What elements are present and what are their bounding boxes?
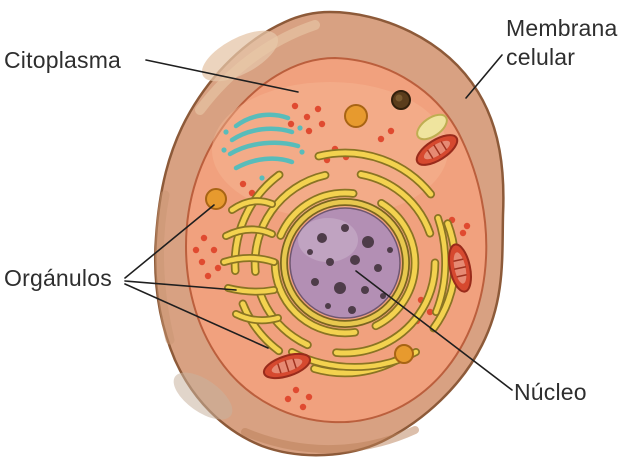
label-nucleo: Núcleo	[514, 379, 587, 405]
mitochondrion-shape-top	[415, 134, 459, 166]
endoplasmic-reticulum-shape	[220, 148, 460, 378]
label-membrana-line1: Membrana	[506, 15, 618, 41]
label-citoplasma: Citoplasma	[4, 47, 122, 73]
golgi-apparatus-shape	[221, 112, 305, 181]
yellow-vacuole-shape	[416, 113, 448, 141]
label-organulos: Orgánulos	[4, 265, 112, 291]
label-membrana-celular: Membrana celular	[506, 14, 618, 72]
citoplasma-pointer-line	[145, 59, 299, 93]
organulos-pointer-line-1	[124, 204, 215, 279]
membrane-grey-patch	[173, 372, 233, 420]
membrane-rim-shade-bottom	[241, 426, 419, 453]
membrane-rim-highlight-top	[195, 20, 320, 115]
organulos-pointer-line-3	[124, 283, 269, 349]
mitochondrion-shape-right	[448, 243, 472, 293]
membrane-rim-shade-left	[154, 190, 175, 345]
orange-organelles	[205, 104, 414, 364]
nucleus-spots	[307, 224, 393, 314]
membrane-highlight-patch	[201, 30, 279, 82]
ribosome-dots	[192, 102, 471, 411]
nucleus-shape	[280, 198, 410, 328]
nucleo-pointer-line	[355, 270, 513, 391]
mitochondrion-shape-bottom	[262, 352, 312, 380]
label-membrana-line2: celular	[506, 43, 576, 70]
pointer-lines	[124, 54, 513, 391]
organulos-pointer-line-2	[124, 280, 237, 291]
dark-vesicle-shape	[391, 90, 411, 110]
membrana-pointer-line	[465, 54, 503, 99]
